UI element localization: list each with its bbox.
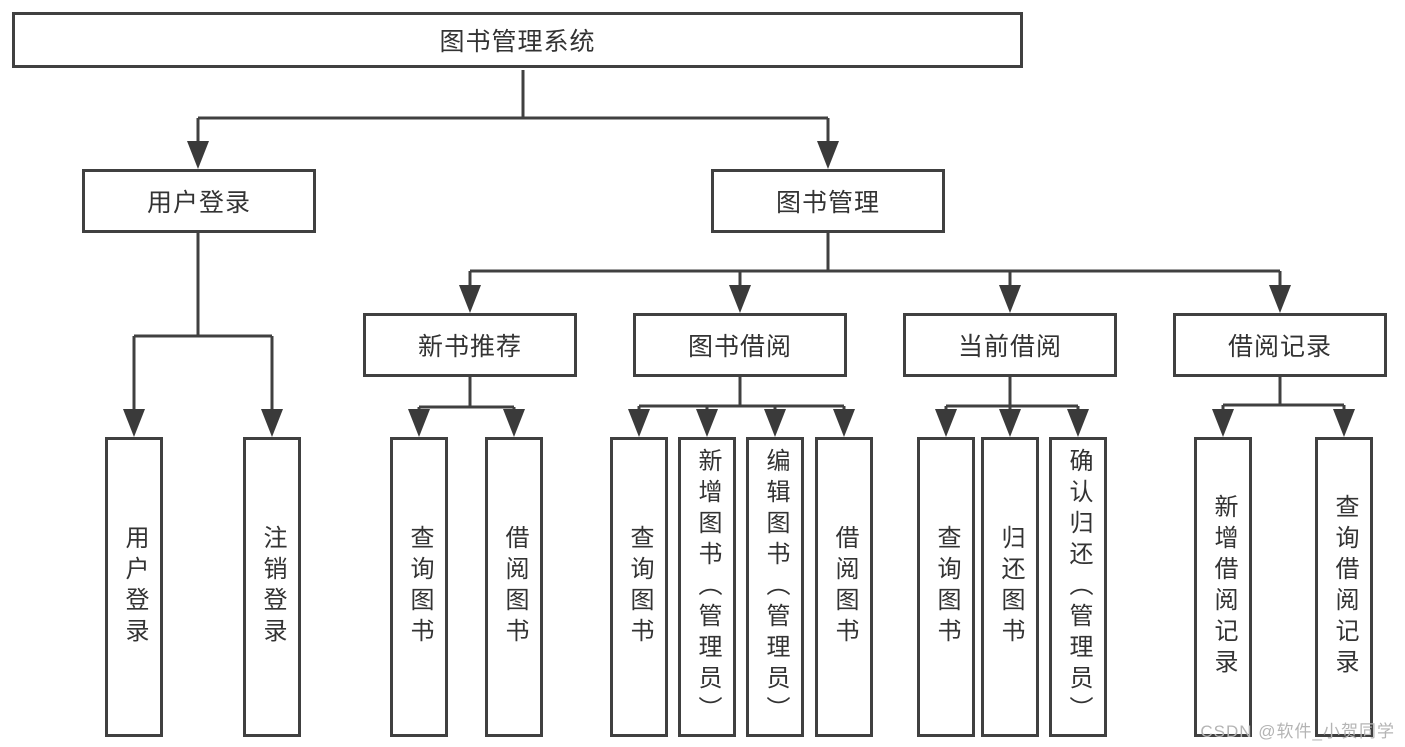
arrowhead xyxy=(729,285,751,313)
node-book-management: 图书管理 xyxy=(711,169,945,233)
leaf-cb-confirm-return-admin-label: 确认归还（管理员） xyxy=(1065,447,1092,727)
node-borrow-records: 借阅记录 xyxy=(1173,313,1387,377)
leaf-nbr-query-books-label: 查询图书 xyxy=(406,525,433,649)
leaf-br-add-borrow-record-label: 新增借阅记录 xyxy=(1210,494,1237,680)
leaf-nbr-borrow-books-label: 借阅图书 xyxy=(501,525,528,649)
connector-book-borrow-to-children xyxy=(628,377,855,437)
leaf-br-add-borrow-record: 新增借阅记录 xyxy=(1194,437,1252,737)
arrowhead xyxy=(1269,285,1291,313)
watermark-text: CSDN @软件_小贺同学 xyxy=(1200,722,1395,741)
arrowhead xyxy=(123,409,145,437)
leaf-logout-label: 注销登录 xyxy=(259,525,286,649)
node-root: 图书管理系统 xyxy=(12,12,1023,68)
node-book-borrow: 图书借阅 xyxy=(633,313,847,377)
arrowhead xyxy=(764,409,786,437)
arrowhead xyxy=(1333,409,1355,437)
arrowhead xyxy=(459,285,481,313)
node-new-book-recommend: 新书推荐 xyxy=(363,313,577,377)
node-book-management-label: 图书管理 xyxy=(775,189,880,217)
connector-book-management-to-level3 xyxy=(459,233,1291,313)
leaf-br-query-borrow-record: 查询借阅记录 xyxy=(1315,437,1373,737)
leaf-bb-borrow-books-label: 借阅图书 xyxy=(831,525,858,649)
node-root-label: 图书管理系统 xyxy=(439,28,596,56)
leaf-nbr-borrow-books: 借阅图书 xyxy=(485,437,543,737)
leaf-cb-query-books: 查询图书 xyxy=(917,437,975,737)
connector-root-to-level2 xyxy=(187,70,839,169)
leaf-bb-query-books-label: 查询图书 xyxy=(626,525,653,649)
node-user-login: 用户登录 xyxy=(82,169,316,233)
leaf-cb-return-books: 归还图书 xyxy=(981,437,1039,737)
node-current-borrow-label: 当前借阅 xyxy=(957,333,1062,361)
node-book-borrow-label: 图书借阅 xyxy=(687,333,792,361)
leaf-bb-add-book-admin-label: 新增图书（管理员） xyxy=(694,447,721,727)
leaf-nbr-query-books: 查询图书 xyxy=(390,437,448,737)
leaf-bb-edit-book-admin-label: 编辑图书（管理员） xyxy=(762,447,789,727)
connector-current-borrow-to-children xyxy=(935,377,1089,437)
arrowhead xyxy=(935,409,957,437)
arrowhead xyxy=(833,409,855,437)
arrowhead xyxy=(187,141,209,169)
leaf-user-login: 用户登录 xyxy=(105,437,163,737)
connector-new-book-recommend-to-children xyxy=(408,377,525,437)
leaf-bb-add-book-admin: 新增图书（管理员） xyxy=(678,437,736,737)
node-user-login-label: 用户登录 xyxy=(146,189,251,217)
arrowhead xyxy=(817,141,839,169)
node-borrow-records-label: 借阅记录 xyxy=(1227,333,1332,361)
connector-user-login-to-children xyxy=(123,233,283,437)
leaf-cb-query-books-label: 查询图书 xyxy=(933,525,960,649)
leaf-br-query-borrow-record-label: 查询借阅记录 xyxy=(1331,494,1358,680)
leaf-logout: 注销登录 xyxy=(243,437,301,737)
arrowhead xyxy=(999,409,1021,437)
arrowhead xyxy=(1212,409,1234,437)
arrowhead xyxy=(408,409,430,437)
arrowhead xyxy=(261,409,283,437)
leaf-cb-confirm-return-admin: 确认归还（管理员） xyxy=(1049,437,1107,737)
arrowhead xyxy=(999,285,1021,313)
leaf-cb-return-books-label: 归还图书 xyxy=(997,525,1024,649)
leaf-bb-borrow-books: 借阅图书 xyxy=(815,437,873,737)
leaf-bb-query-books: 查询图书 xyxy=(610,437,668,737)
leaf-bb-edit-book-admin: 编辑图书（管理员） xyxy=(746,437,804,737)
arrowhead xyxy=(696,409,718,437)
node-new-book-recommend-label: 新书推荐 xyxy=(417,333,522,361)
leaf-user-login-label: 用户登录 xyxy=(121,525,148,649)
arrowhead xyxy=(503,409,525,437)
connector-borrow-records-to-children xyxy=(1212,377,1355,437)
arrowhead xyxy=(1067,409,1089,437)
node-current-borrow: 当前借阅 xyxy=(903,313,1117,377)
arrowhead xyxy=(628,409,650,437)
